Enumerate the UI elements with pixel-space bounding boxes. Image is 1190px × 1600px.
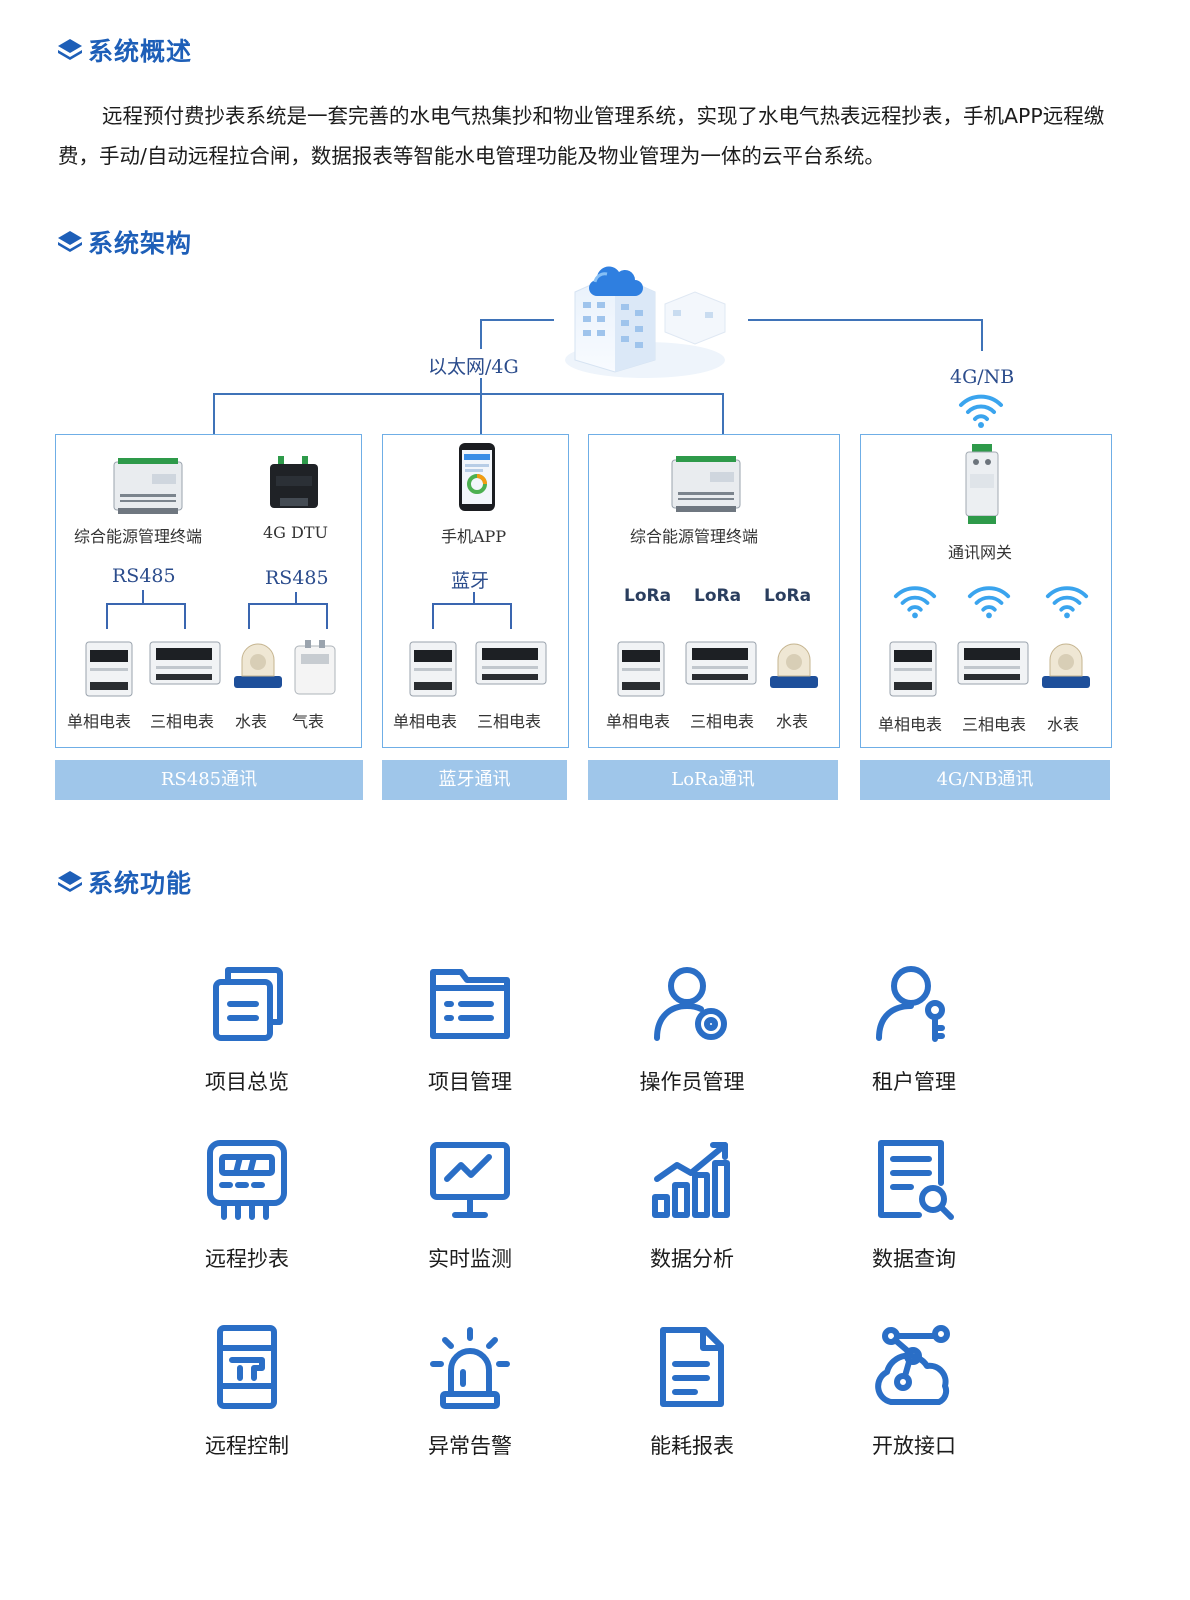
wifi-icon <box>967 586 1011 619</box>
single-phase-meter-image <box>409 641 457 697</box>
gas-meter-image <box>294 640 336 695</box>
energy-terminal-image <box>671 456 741 512</box>
three-phase-meter-image <box>475 641 547 685</box>
single-phase-meter-image <box>889 641 937 697</box>
function-label: 远程控制 <box>205 1434 289 1458</box>
layers-icon <box>58 871 82 892</box>
meter-label: 三相电表 <box>962 715 1027 734</box>
footer-rs485: RS485通讯 <box>55 760 363 800</box>
folder-list-icon <box>430 969 510 1039</box>
report-file-icon <box>660 1327 724 1407</box>
function-item[interactable]: 数据查询 <box>824 1135 1004 1273</box>
protocol-label: RS485 <box>112 565 176 587</box>
wifi-icon <box>1045 586 1089 619</box>
lora-logo: LoRa <box>694 586 742 606</box>
meter-label: 水表 <box>776 712 809 731</box>
water-meter-image <box>1042 643 1090 688</box>
wifi-icon <box>959 394 1003 428</box>
function-label: 异常告警 <box>428 1434 512 1458</box>
network-label-4g-nb: 4G/NB <box>950 366 1015 388</box>
function-item[interactable]: 能耗报表 <box>602 1322 782 1460</box>
device-label: 通讯网关 <box>948 543 1013 562</box>
function-label: 操作员管理 <box>639 1070 745 1094</box>
single-phase-meter-image <box>617 641 665 697</box>
function-item[interactable]: 项目管理 <box>380 958 560 1096</box>
three-phase-meter-image <box>149 641 221 685</box>
three-phase-meter-image <box>685 641 757 685</box>
section-title: 系统架构 <box>88 229 193 258</box>
cloud-platform-illustration <box>565 266 726 378</box>
meter-label: 水表 <box>235 712 268 731</box>
section-heading-functions: 系统功能 <box>56 864 192 900</box>
device-label: 手机APP <box>441 527 507 546</box>
meter-label: 三相电表 <box>690 712 755 731</box>
three-phase-meter-image <box>957 641 1029 685</box>
section-heading-overview: 系统概述 <box>56 32 192 68</box>
single-phase-meter-image <box>85 641 133 697</box>
meter-label: 单相电表 <box>878 715 943 734</box>
function-label: 项目管理 <box>428 1070 512 1094</box>
protocol-label: 蓝牙 <box>451 570 490 592</box>
meter-label: 单相电表 <box>606 712 671 731</box>
footer-4g-nb: 4G/NB通讯 <box>860 760 1110 800</box>
lora-logo: LoRa <box>764 586 812 606</box>
monitor-chart-icon <box>430 1142 510 1218</box>
section-heading-architecture: 系统架构 <box>56 224 192 260</box>
layers-icon <box>58 231 82 252</box>
water-meter-image <box>770 643 818 688</box>
function-item[interactable]: 远程控制 <box>157 1322 337 1460</box>
alarm-light-icon <box>430 1327 510 1409</box>
meter-label: 水表 <box>1047 715 1080 734</box>
function-label: 租户管理 <box>872 1070 956 1094</box>
function-item[interactable]: 远程抄表 <box>157 1135 337 1273</box>
footer-lora: LoRa通讯 <box>588 760 838 800</box>
protocol-label: RS485 <box>265 567 329 589</box>
document-search-icon <box>878 1140 954 1220</box>
function-label: 项目总览 <box>205 1070 289 1094</box>
function-label: 实时监测 <box>428 1247 512 1271</box>
overview-paragraph: 远程预付费抄表系统是一套完善的水电气热集抄和物业管理系统，实现了水电气热表远程抄… <box>58 104 1105 168</box>
function-label: 能耗报表 <box>650 1434 734 1458</box>
function-label: 数据查询 <box>872 1247 956 1271</box>
function-label: 开放接口 <box>872 1434 956 1458</box>
bar-growth-icon <box>652 1142 730 1218</box>
layers-icon <box>58 39 82 60</box>
overview-icon <box>213 967 283 1041</box>
function-item[interactable]: 开放接口 <box>824 1322 1004 1460</box>
device-label: 综合能源管理终端 <box>74 527 203 546</box>
breaker-icon <box>217 1325 277 1409</box>
cloud-network-icon <box>875 1325 950 1405</box>
phone-app-image <box>459 443 495 511</box>
meter-label: 单相电表 <box>67 712 132 731</box>
meter-label: 气表 <box>292 712 325 731</box>
function-item[interactable]: 项目总览 <box>157 958 337 1096</box>
device-label: 综合能源管理终端 <box>630 527 759 546</box>
network-label-ethernet: 以太网/4G <box>428 356 519 378</box>
section-title: 系统功能 <box>88 869 193 898</box>
user-gear-icon <box>654 967 727 1041</box>
user-key-icon <box>876 966 945 1042</box>
energy-terminal-image <box>113 458 183 514</box>
meter-label: 单相电表 <box>393 712 458 731</box>
function-label: 数据分析 <box>650 1247 734 1271</box>
meter-label: 三相电表 <box>150 712 215 731</box>
meter-icon <box>207 1140 287 1220</box>
meter-label: 三相电表 <box>477 712 542 731</box>
function-item[interactable]: 操作员管理 <box>602 958 782 1096</box>
4g-dtu-image <box>270 456 318 508</box>
water-meter-image <box>234 643 282 688</box>
section-title: 系统概述 <box>88 37 193 66</box>
function-label: 远程抄表 <box>205 1247 289 1271</box>
lora-logo: LoRa <box>624 586 672 606</box>
device-label: 4G DTU <box>263 523 329 542</box>
gateway-image <box>965 444 999 524</box>
function-item[interactable]: 租户管理 <box>824 958 1004 1096</box>
function-item[interactable]: 数据分析 <box>602 1135 782 1273</box>
footer-bluetooth: 蓝牙通讯 <box>382 760 567 800</box>
function-item[interactable]: 实时监测 <box>380 1135 560 1273</box>
function-item[interactable]: 异常告警 <box>380 1322 560 1460</box>
wifi-icon <box>893 586 937 619</box>
